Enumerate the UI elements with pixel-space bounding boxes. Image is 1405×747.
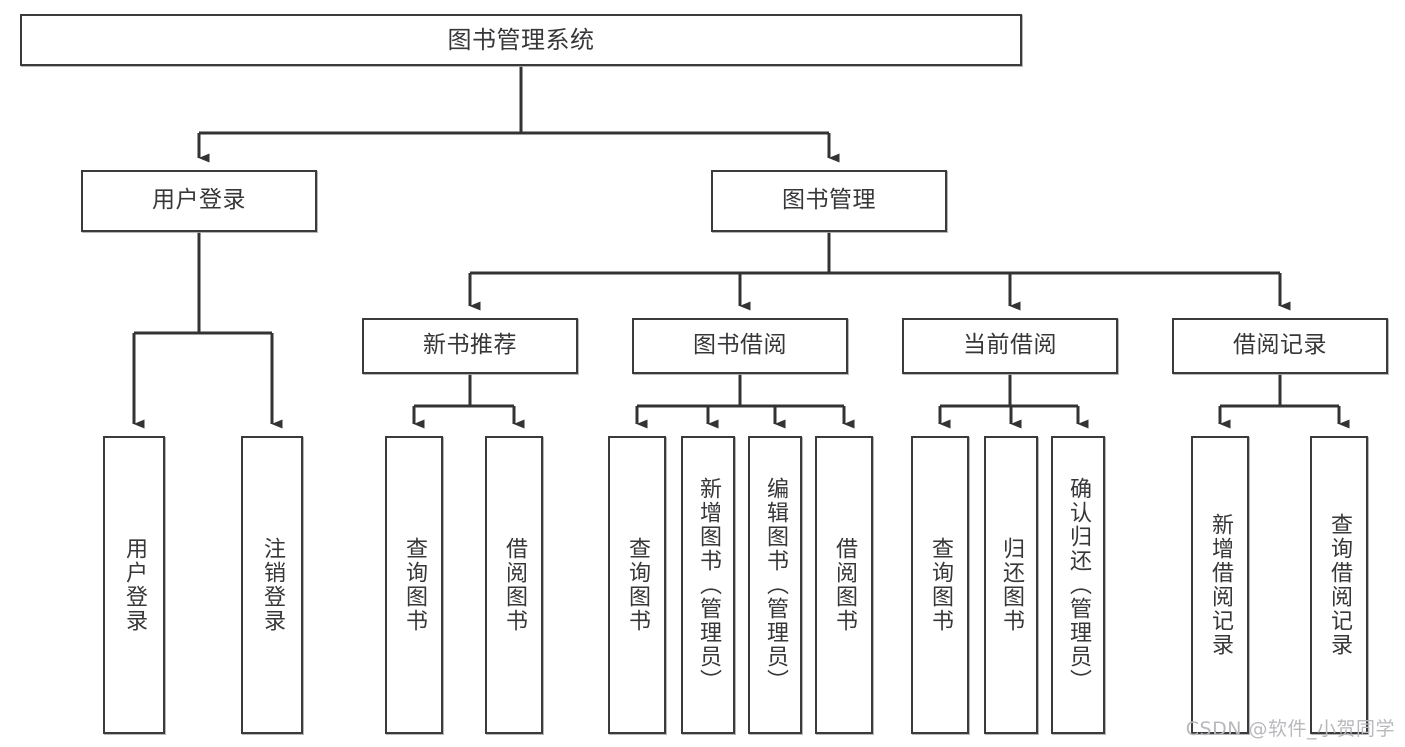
node-label: 新增图书（管理员） <box>695 477 721 693</box>
node-leaf-query-book-2[interactable]: 查询图书 <box>608 436 666 734</box>
node-leaf-query-record[interactable]: 查询借阅记录 <box>1310 436 1368 734</box>
node-label: 用户登录 <box>121 537 147 633</box>
node-user-login[interactable]: 用户登录 <box>81 170 317 232</box>
node-book-borrow[interactable]: 图书借阅 <box>632 318 848 374</box>
node-label: 图书管理 <box>782 187 876 214</box>
node-label: 借阅图书 <box>831 537 857 633</box>
node-label: 用户登录 <box>152 187 246 214</box>
node-borrow-record[interactable]: 借阅记录 <box>1172 318 1388 374</box>
node-label: 新增借阅记录 <box>1207 513 1233 657</box>
node-leaf-user-login[interactable]: 用户登录 <box>103 436 165 734</box>
watermark-label: CSDN @软件_小贺同学 <box>1185 718 1395 740</box>
node-label: 归还图书 <box>998 537 1024 633</box>
node-label: 图书借阅 <box>693 332 787 359</box>
node-book-manage[interactable]: 图书管理 <box>711 170 947 232</box>
node-leaf-query-book-1[interactable]: 查询图书 <box>385 436 443 734</box>
node-leaf-query-book-3[interactable]: 查询图书 <box>911 436 969 734</box>
node-current-borrow[interactable]: 当前借阅 <box>902 318 1118 374</box>
node-label: 确认归还（管理员） <box>1065 477 1091 693</box>
node-leaf-user-logout[interactable]: 注销登录 <box>241 436 303 734</box>
node-new-book-recommend[interactable]: 新书推荐 <box>362 318 578 374</box>
node-leaf-return-book[interactable]: 归还图书 <box>984 436 1038 734</box>
node-leaf-borrow-book-2[interactable]: 借阅图书 <box>815 436 873 734</box>
node-label: 当前借阅 <box>963 332 1057 359</box>
node-leaf-borrow-book-1[interactable]: 借阅图书 <box>485 436 543 734</box>
node-leaf-add-book[interactable]: 新增图书（管理员） <box>681 436 735 734</box>
node-leaf-confirm-return[interactable]: 确认归还（管理员） <box>1051 436 1105 734</box>
node-label: 借阅图书 <box>501 537 527 633</box>
node-root-system[interactable]: 图书管理系统 <box>20 14 1022 66</box>
node-label: 新书推荐 <box>423 332 517 359</box>
node-leaf-add-record[interactable]: 新增借阅记录 <box>1191 436 1249 734</box>
node-label: 借阅记录 <box>1233 332 1327 359</box>
node-label: 查询图书 <box>401 537 427 633</box>
node-label: 查询图书 <box>927 537 953 633</box>
node-leaf-edit-book[interactable]: 编辑图书（管理员） <box>748 436 802 734</box>
node-label: 查询借阅记录 <box>1326 513 1352 657</box>
node-label: 图书管理系统 <box>447 25 595 54</box>
node-label: 查询图书 <box>624 537 650 633</box>
node-label: 编辑图书（管理员） <box>762 477 788 693</box>
node-label: 注销登录 <box>259 537 285 633</box>
